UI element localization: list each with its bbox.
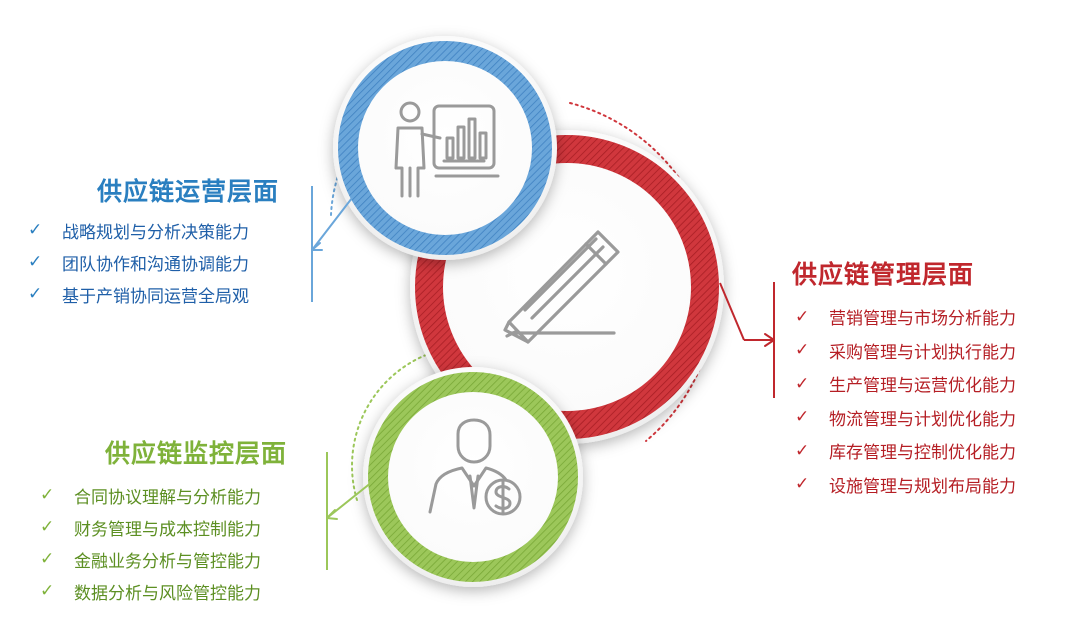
check-icon: ✓ [40,549,55,569]
list-item: ✓ 战略规划与分析决策能力 [28,214,249,246]
check-icon: ✓ [28,284,43,304]
item-label: 营销管理与市场分析能力 [829,309,1016,330]
red-dotted-arc [569,102,717,442]
list-item: ✓ 合同协议理解与分析能力 [40,479,261,511]
item-label: 库存管理与控制优化能力 [829,443,1016,464]
list-item: ✓ 营销管理与市场分析能力 [795,300,1016,334]
management-connector [719,282,775,398]
management-title: 供应链管理层面 [792,260,975,289]
monitoring-connector [326,452,373,570]
check-icon: ✓ [795,340,810,361]
presentation-chart-icon [394,101,500,198]
list-item: ✓ 物流管理与计划优化能力 [795,401,1016,435]
list-item: ✓ 库存管理与控制优化能力 [795,434,1016,468]
list-item: ✓ 金融业务分析与管控能力 [40,543,261,575]
item-label: 基于产销协同运营全局观 [62,286,249,307]
item-label: 数据分析与风险管控能力 [74,583,261,604]
list-item: ✓ 财务管理与成本控制能力 [40,511,261,543]
pencil-icon [503,230,620,344]
check-icon: ✓ [795,373,810,394]
list-item: ✓ 生产管理与运营优化能力 [795,367,1016,401]
check-icon: ✓ [40,485,55,505]
check-icon: ✓ [795,474,810,495]
item-label: 合同协议理解与分析能力 [74,487,261,508]
item-label: 战略规划与分析决策能力 [62,222,249,243]
item-label: 物流管理与计划优化能力 [829,409,1016,430]
monitoring-list: ✓ 合同协议理解与分析能力 ✓ 财务管理与成本控制能力 ✓ 金融业务分析与管控能力 ✓… [40,479,261,607]
monitoring-title: 供应链监控层面 [105,439,288,468]
check-icon: ✓ [795,407,810,428]
operations-title: 供应链运营层面 [97,177,280,206]
item-label: 设施管理与规划布局能力 [829,476,1016,497]
check-icon: ✓ [40,581,55,601]
businessman-dollar-icon [428,418,522,516]
list-item: ✓ 采购管理与计划执行能力 [795,334,1016,368]
list-item: ✓ 设施管理与规划布局能力 [795,468,1016,502]
list-item: ✓ 数据分析与风险管控能力 [40,575,261,607]
monitoring-ring [363,367,583,587]
item-label: 团队协作和沟通协调能力 [62,254,249,275]
check-icon: ✓ [28,252,43,272]
management-list: ✓ 营销管理与市场分析能力 ✓ 采购管理与计划执行能力 ✓ 生产管理与运营优化能力 ✓… [795,300,1016,501]
operations-ring [333,36,557,260]
item-label: 采购管理与计划执行能力 [829,342,1016,363]
list-item: ✓ 基于产销协同运营全局观 [28,278,249,310]
list-item: ✓ 团队协作和沟通协调能力 [28,246,249,278]
check-icon: ✓ [795,440,810,461]
item-label: 财务管理与成本控制能力 [74,519,261,540]
item-label: 生产管理与运营优化能力 [829,376,1016,397]
item-label: 金融业务分析与管控能力 [74,551,261,572]
check-icon: ✓ [795,306,810,327]
check-icon: ✓ [28,220,43,240]
green-dotted-arc [351,352,432,501]
check-icon: ✓ [40,517,55,537]
operations-connector [311,186,353,302]
operations-list: ✓ 战略规划与分析决策能力 ✓ 团队协作和沟通协调能力 ✓ 基于产销协同运营全局观 [28,214,249,310]
